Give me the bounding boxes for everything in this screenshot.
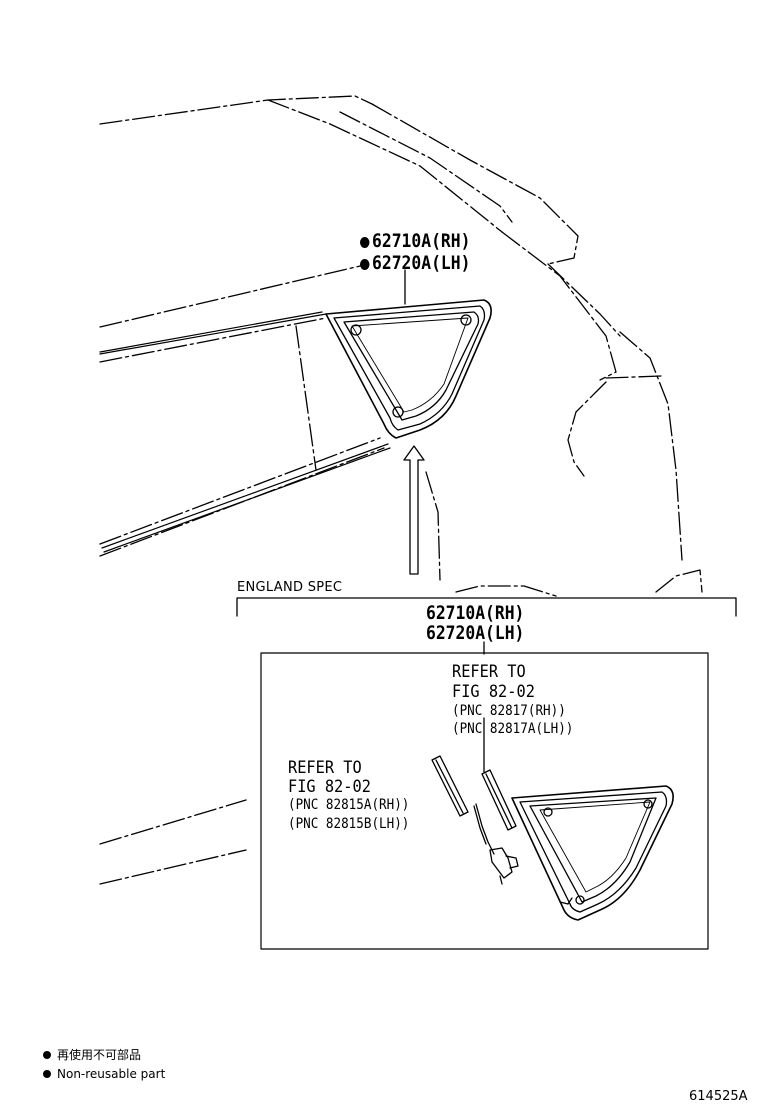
- refer-lower-pnc-lh: (PNC 82815B(LH)): [288, 816, 410, 832]
- non-reusable-dot-icon: [360, 237, 370, 248]
- antenna-element-part: [473, 717, 519, 885]
- england-spec-rh: 62710A(RH): [426, 602, 525, 624]
- quarter-window-glass-main: [325, 299, 492, 439]
- legend-dot-icon: [43, 1070, 51, 1078]
- legend-japanese: 再使用不可部品: [43, 1049, 141, 1061]
- quarter-window-glass-detail: [511, 785, 674, 921]
- england-spec-label: ENGLAND SPEC: [237, 580, 343, 595]
- refer-lower-pnc-rh: (PNC 82815A(RH)): [288, 797, 410, 813]
- refer-upper-line1: REFER TO: [452, 662, 526, 682]
- refer-lower-line1: REFER TO: [288, 758, 362, 778]
- illustration-code: 614525A: [689, 1089, 748, 1104]
- window-frame-lines: [99, 311, 391, 553]
- england-spec-detail-box: [260, 652, 709, 950]
- main-callout-lh: 62720A(LH): [360, 254, 470, 273]
- refer-upper-pnc-lh: (PNC 82817A(LH)): [452, 721, 574, 737]
- england-spec-lh: 62720A(LH): [426, 622, 525, 644]
- legend-english: Non-reusable part: [43, 1068, 165, 1080]
- refer-upper-line2: FIG 82-02: [452, 682, 535, 702]
- legend-dot-icon: [43, 1051, 51, 1059]
- refer-upper-pnc-rh: (PNC 82817(RH)): [452, 703, 566, 719]
- main-callout-rh: 62710A(RH): [360, 232, 470, 251]
- refer-lower-line2: FIG 82-02: [288, 777, 371, 797]
- vehicle-body-outline: [99, 95, 703, 597]
- non-reusable-dot-icon: [360, 259, 370, 270]
- england-spec-bracket: [236, 597, 737, 655]
- lower-body-outline: [99, 799, 247, 885]
- arrow-up-icon: [403, 445, 425, 575]
- moulding-strip-part: [431, 755, 469, 817]
